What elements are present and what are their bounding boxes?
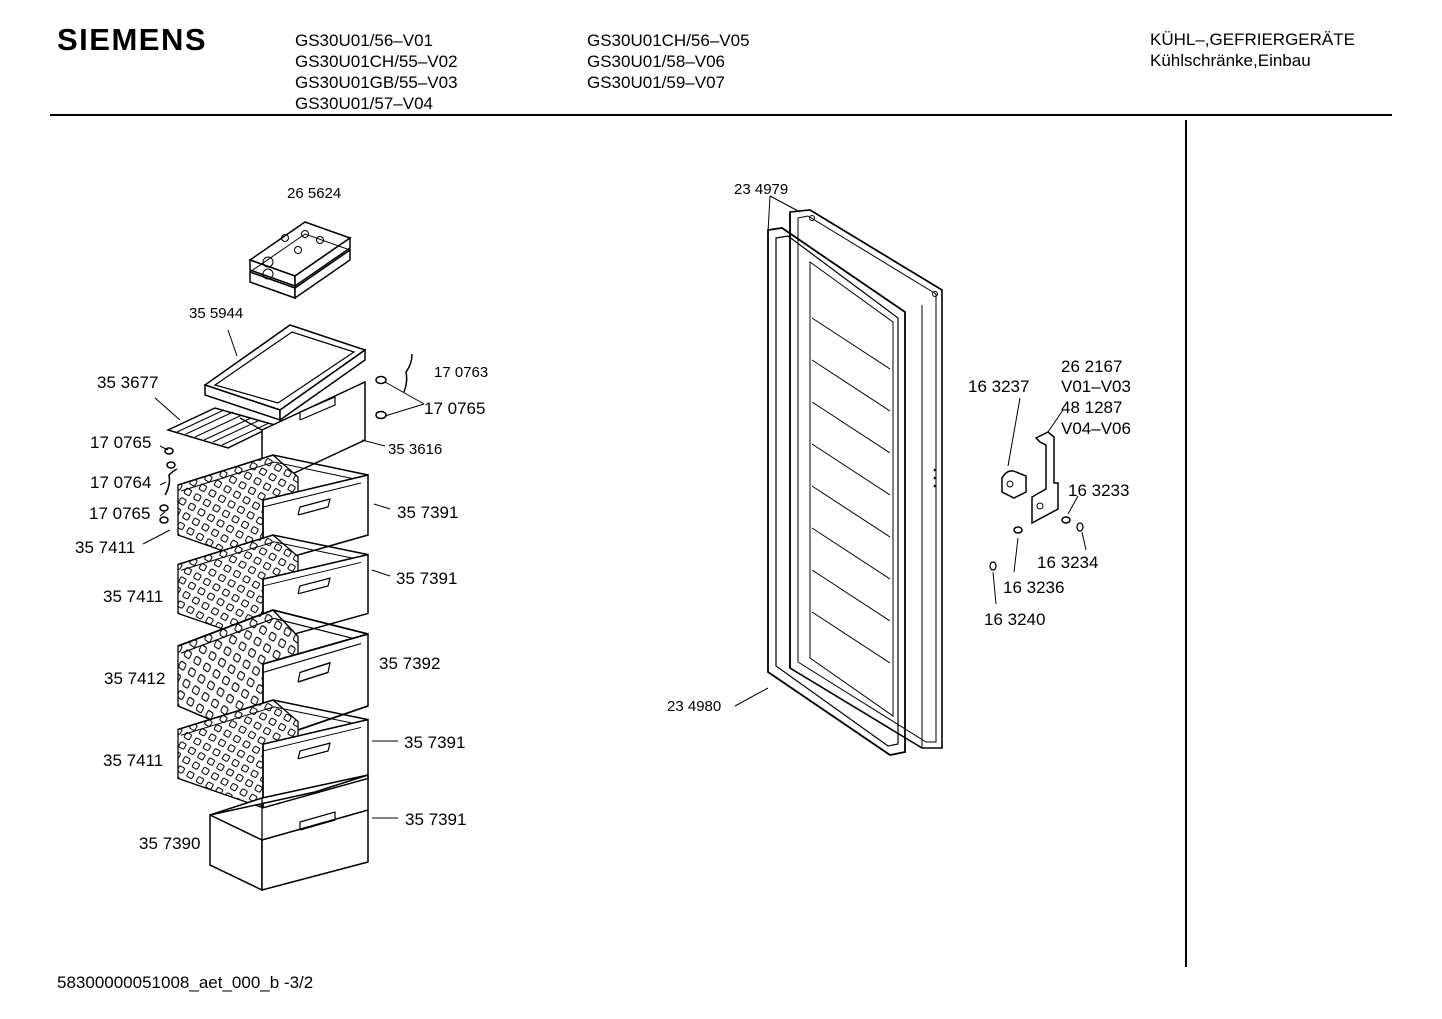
hinge-bracket — [1001, 431, 1059, 525]
part-number-353616: 35 3616 — [388, 441, 442, 458]
part-number-163237: 16 3237 — [968, 377, 1029, 396]
door-gasket — [767, 227, 906, 756]
model-number: GS30U01CH/55–V02 — [295, 52, 458, 71]
model-number: GS30U01/58–V06 — [587, 52, 725, 71]
part-number-357411: 35 7411 — [75, 538, 135, 557]
model-number: GS30U01CH/56–V05 — [587, 31, 750, 50]
part-number-357391: 35 7391 — [404, 733, 465, 752]
part-number-357411: 35 7411 — [103, 587, 163, 606]
part-number-357391: 35 7391 — [405, 810, 466, 829]
door-inner-shelves — [811, 317, 891, 664]
part-number-357412: 35 7412 — [104, 669, 165, 688]
part-number-163236: 16 3236 — [1003, 578, 1064, 597]
bottom-drawer — [209, 774, 369, 892]
part-number-170765: 17 0765 — [424, 399, 485, 418]
variant-range: V04–V06 — [1061, 419, 1131, 438]
hinge-screws — [989, 516, 1084, 571]
document-footer: 58300000051008_aet_000_b -3/2 — [57, 973, 313, 993]
part-number-234980: 23 4980 — [667, 698, 721, 715]
part-number-163233: 16 3233 — [1068, 481, 1129, 500]
part-number-357392: 35 7392 — [379, 654, 440, 673]
part-number-357390: 35 7390 — [139, 834, 200, 853]
header-divider — [50, 114, 1392, 116]
page-indicator: -3/2 — [283, 973, 314, 992]
part-number-262167: 26 2167 — [1061, 357, 1122, 376]
part-number-163240: 16 3240 — [984, 610, 1045, 629]
model-number: GS30U01GB/55–V03 — [295, 73, 458, 92]
column-divider — [1185, 120, 1187, 967]
top-tray — [203, 324, 367, 422]
product-category: KÜHL–,GEFRIERGERÄTE Kühlschränke,Einbau — [1150, 29, 1355, 71]
model-number: GS30U01/56–V01 — [295, 31, 433, 50]
part-number-170765: 17 0765 — [89, 504, 150, 523]
clip-part — [159, 353, 413, 524]
part-number-353677: 35 3677 — [97, 373, 158, 392]
category-title: KÜHL–,GEFRIERGERÄTE — [1150, 30, 1355, 49]
part-number-357391: 35 7391 — [396, 569, 457, 588]
model-number: GS30U01/57–V04 — [295, 94, 433, 113]
part-number-357411: 35 7411 — [103, 751, 163, 770]
model-number: GS30U01/59–V07 — [587, 73, 725, 92]
variant-range: V01–V03 — [1061, 377, 1131, 396]
part-number-170764: 17 0764 — [90, 473, 151, 492]
part-number-355944: 35 5944 — [189, 305, 243, 322]
part-number-265624: 26 5624 — [287, 185, 341, 202]
part-number-481287: 48 1287 — [1061, 398, 1122, 417]
part-number-163234: 16 3234 — [1037, 553, 1098, 572]
siemens-logo: SIEMENS — [57, 22, 208, 57]
part-number-170765: 17 0765 — [90, 433, 151, 452]
model-list-2: GS30U01CH/56–V05 GS30U01/58–V06 GS30U01/… — [587, 30, 750, 93]
category-subtitle: Kühlschränke,Einbau — [1150, 51, 1311, 70]
part-number-357391: 35 7391 — [397, 503, 458, 522]
leader-lines-door — [734, 195, 801, 707]
part-number-234979: 23 4979 — [734, 181, 788, 198]
leader-lines-left — [142, 329, 425, 819]
leader-lines-hinge — [992, 397, 1087, 605]
ice-pack — [248, 221, 352, 300]
part-number-170763: 17 0763 — [434, 364, 488, 381]
document-id: 58300000051008_aet_000_b — [57, 973, 280, 992]
model-list-1: GS30U01/56–V01 GS30U01CH/55–V02 GS30U01G… — [295, 30, 458, 114]
